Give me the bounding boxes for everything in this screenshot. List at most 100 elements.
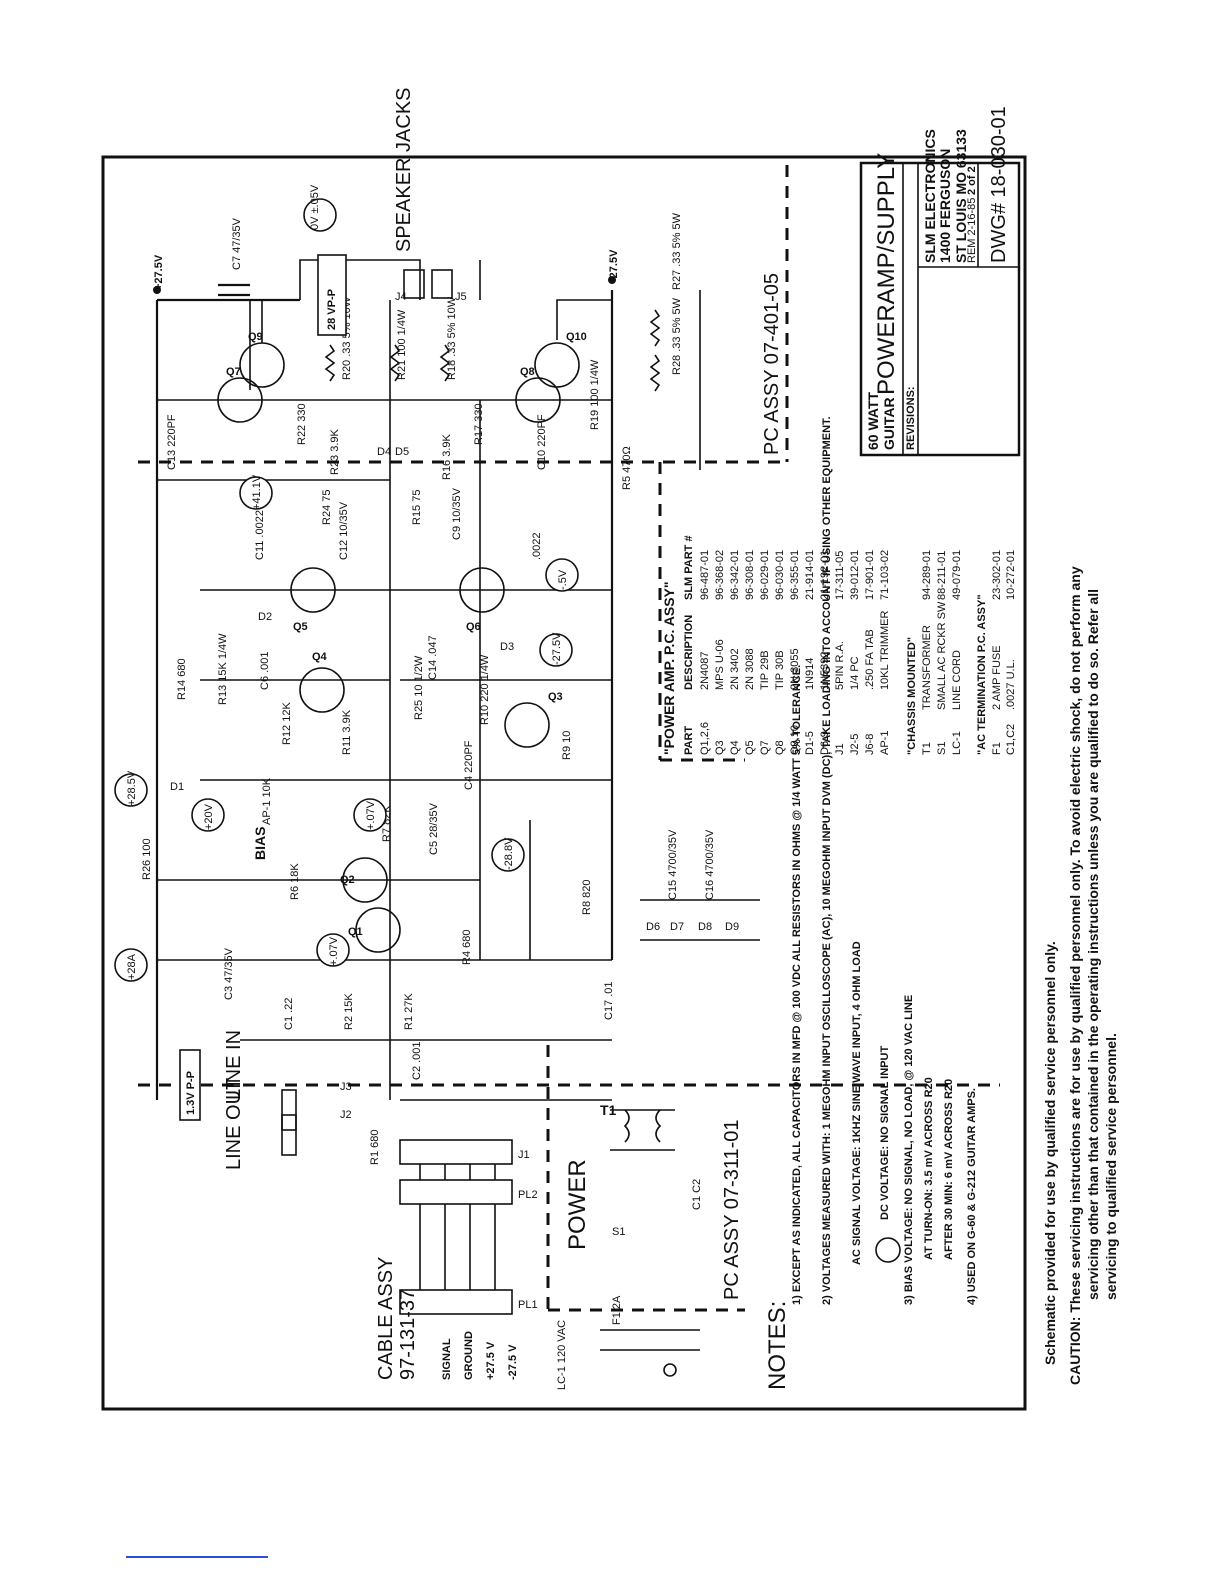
r23-label: R23 3.9K xyxy=(329,428,341,475)
c16-label: C16 4700/35V xyxy=(704,829,716,900)
voltage-probes: 28 VP-P 0V ±.05V +41.1V +28.5V +20V +.07… xyxy=(114,184,579,1121)
company-name: SLM ELECTRONICS xyxy=(922,129,938,263)
r1b-label: R1 680 xyxy=(369,1130,381,1165)
lc1-label: LC-1 120 VAC xyxy=(556,1320,568,1390)
caution-line4: servicing to qualified service personnel… xyxy=(1103,1033,1119,1300)
parts-row-9-0: J1 xyxy=(834,743,846,755)
term-row-1-2: 10-272-01 xyxy=(1005,550,1017,600)
d1-label: D1 xyxy=(170,781,184,793)
parts-row-12-2: 71-103-02 xyxy=(879,550,891,600)
chassis-row-0-1: TRANSFORMER xyxy=(921,625,933,710)
r28-label: R28 .33 5% 5W xyxy=(671,297,683,375)
parts-row-2-1: 2N 3402 xyxy=(729,648,741,690)
c1-label: C1 .22 xyxy=(283,998,295,1030)
d6-label: D6 xyxy=(646,921,660,933)
note-2b: DC VOLTAGE: NO SIGNAL INPUT xyxy=(879,1046,891,1220)
power-label: POWER xyxy=(564,1159,591,1250)
parts-row-11-1: .250 FA TAB xyxy=(864,629,876,690)
q5-label: Q5 xyxy=(293,621,308,633)
parts-row-12-1: 10KL TRIMMER xyxy=(879,610,891,690)
r6-label: R6 18K xyxy=(289,863,301,900)
note-4: 4) USED ON G-60 & G-212 GUITAR AMPS. xyxy=(966,1088,978,1305)
title-block: 60 WATT GUITAR POWERAMP/SUPPLY REVISIONS… xyxy=(859,106,1021,457)
probe-41v: +41.1V xyxy=(251,474,263,510)
r5-label: R5 470Ω xyxy=(621,446,633,490)
rev-date: REM 2-16-85 xyxy=(966,198,978,263)
parts-col-slm: SLM PART # xyxy=(683,535,695,600)
line-in-label: LINE IN xyxy=(223,1030,245,1100)
parts-row-4-1: TIP 29B xyxy=(759,650,771,690)
term-row-1-0: C1,C2 xyxy=(1005,724,1017,755)
r11-label: R11 3.9K xyxy=(341,709,353,755)
parts-row-10-0: J2-5 xyxy=(849,734,861,755)
notes: NOTES: 1) EXCEPT AS INDICATED, ALL CAPAC… xyxy=(764,416,978,1390)
chassis-row-2-0: LC-1 xyxy=(951,731,963,755)
term-row-1-1: .0027 U.L. xyxy=(1005,659,1017,710)
chassis-header: "CHASSIS MOUNTED" xyxy=(906,637,918,755)
chassis-row-1-1: SMALL AC RCKR SW xyxy=(936,601,948,710)
probe-1-3vpp: 1.3V P-P xyxy=(185,1071,197,1115)
ap1-label: AP-1 10K xyxy=(261,777,273,825)
company-address2: ST LOUIS MO 63133 xyxy=(953,129,969,263)
r24-label: R24 75 xyxy=(321,490,333,525)
page-footer-rule xyxy=(126,1556,268,1558)
c14-label: C14 .047 xyxy=(427,635,439,680)
c2-label: C2 .001 xyxy=(411,1041,423,1080)
probe-28vpp: 28 VP-P xyxy=(326,289,338,330)
probe-n28-8: -28.8V xyxy=(503,837,515,870)
probe-n0-5: -.5V xyxy=(557,569,569,590)
c3-label: C3 47/35V xyxy=(223,947,235,1000)
pc-assy-main-label: PC ASSY 07-401-05 xyxy=(761,273,783,455)
parts-row-3-1: 2N 3088 xyxy=(744,648,756,690)
note-1: 1) EXCEPT AS INDICATED, ALL CAPACITORS I… xyxy=(791,665,803,1305)
r17-label: R17 330 xyxy=(473,403,485,445)
parts-row-1-1: MPS U-06 xyxy=(714,639,726,690)
cable-assy-label: CABLE ASSY xyxy=(375,1257,397,1380)
parts-row-3-0: Q5 xyxy=(744,740,756,755)
j3-label: J3 xyxy=(340,1081,352,1093)
cable-row-ground: GROUND xyxy=(463,1331,475,1380)
connector-j1 xyxy=(399,1139,513,1165)
c1c2-label: C1 C2 xyxy=(691,1179,703,1210)
d3-label: D3 xyxy=(500,641,514,653)
rail-negative-label: -27.5V xyxy=(608,249,620,282)
caution-block: Schematic provided for use by qualified … xyxy=(1042,566,1119,1385)
r16-label: R16 3.9K xyxy=(441,433,453,480)
parts-row-0-0: Q1,2,6 xyxy=(699,722,711,755)
q10-symbol xyxy=(534,342,580,388)
parts-row-8-1: 1N5392 xyxy=(819,651,831,690)
d8-label: D8 xyxy=(698,921,712,933)
r22-label: R22 330 xyxy=(296,403,308,445)
sheet-number: 2 of 2 xyxy=(966,166,978,195)
parts-row-4-2: 96-029-01 xyxy=(759,550,771,600)
cable-assy-number: 97-131-37 xyxy=(397,1289,419,1380)
d7-label: D7 xyxy=(670,921,684,933)
j5-label: J5 xyxy=(455,291,467,303)
c4-label: C4 220PF xyxy=(463,740,475,790)
title-product-line1: 60 WATT xyxy=(865,391,881,450)
q7-label: Q7 xyxy=(226,366,241,378)
rail-positive-label: +27.5V xyxy=(153,254,165,290)
chassis-row-1-0: S1 xyxy=(936,742,948,755)
notes-heading: NOTES: xyxy=(764,1301,791,1390)
parts-col-part: PART xyxy=(683,726,695,755)
probe-07b: +.07V xyxy=(328,936,340,966)
parts-row-7-1: 1N914 xyxy=(804,658,816,690)
parts-row-8-0: D6-9 xyxy=(819,731,831,755)
r13-label: R13 15K 1/4W xyxy=(217,633,229,705)
parts-row-2-2: 96-342-01 xyxy=(729,550,741,600)
q10-label: Q10 xyxy=(566,331,587,343)
parts-row-1-2: 96-368-02 xyxy=(714,550,726,600)
note-3a: AT TURN-ON: 3.5 mV ACROSS R20 xyxy=(923,1077,935,1260)
parts-row-3-2: 96-308-01 xyxy=(744,550,756,600)
cable-row-signal: SIGNAL xyxy=(441,1338,453,1380)
c12-label: C12 10/35V xyxy=(338,501,350,560)
r26-label: R26 100 xyxy=(141,838,153,880)
pl1-label: PL1 xyxy=(518,1299,538,1311)
parts-list: "POWER AMP. P.C. ASSY" PART DESCRIPTION … xyxy=(661,535,1017,755)
output-stage: C7 47/35V Q9 Q7 Q10 Q8 R20 .33 5% 10W R2… xyxy=(141,212,739,1165)
revisions-label: REVISIONS: xyxy=(905,386,917,450)
c6-label: C6 .001 xyxy=(259,651,271,690)
j4-label: J4 xyxy=(395,291,407,303)
c17-label: C17 .01 xyxy=(603,981,615,1020)
